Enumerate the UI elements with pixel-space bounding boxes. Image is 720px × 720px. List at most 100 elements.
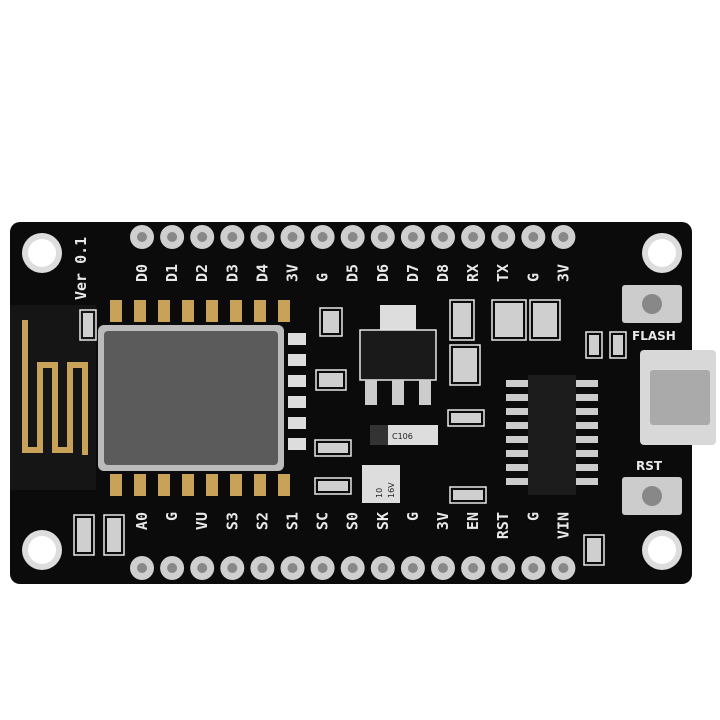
pad (254, 474, 266, 496)
ic-pin (576, 408, 598, 415)
header-pin (370, 556, 395, 580)
header-pin (551, 225, 576, 249)
pad (158, 474, 170, 496)
smd-part (491, 299, 527, 341)
pad (254, 300, 266, 322)
smd-part (585, 331, 603, 359)
esp-module-shield (104, 331, 278, 465)
header-pin (250, 556, 275, 580)
ic-pin (506, 464, 528, 471)
pad (278, 300, 290, 322)
mounting-holes (22, 233, 682, 570)
pin-label: EN (464, 512, 482, 530)
pad (182, 474, 194, 496)
pad (110, 300, 122, 322)
pad (206, 474, 218, 496)
pin-label: TX (494, 264, 512, 282)
pad (158, 300, 170, 322)
ic-pin (506, 394, 528, 401)
svg-text:10: 10 (375, 488, 384, 498)
header-pin (130, 556, 154, 580)
electrolytic-capacitor: 10 16V (362, 465, 400, 503)
pin-label: D5 (344, 264, 362, 282)
header-pin (280, 556, 305, 580)
esp-module-pads (110, 300, 306, 496)
pad (288, 375, 306, 387)
pin-label: G (163, 512, 181, 521)
flash-label: FLASH (632, 329, 676, 343)
ic-pin (506, 450, 528, 457)
pin-label: G (404, 512, 422, 521)
bottom-header-pins (130, 556, 576, 580)
flash-button[interactable] (622, 285, 682, 323)
pad (278, 474, 290, 496)
pin-label: S2 (253, 512, 271, 530)
pin-label: SC (314, 512, 332, 530)
pin-label: 3V (434, 512, 452, 530)
header-pin (310, 556, 335, 580)
smd-part (449, 344, 481, 386)
pad (288, 396, 306, 408)
smd-part (103, 514, 125, 556)
header-pin (551, 556, 576, 580)
pin-label: VIN (554, 512, 572, 539)
pin-label: RST (494, 512, 512, 539)
pin-label: VU (193, 512, 211, 530)
ic-pin (576, 394, 598, 401)
header-pin (220, 225, 245, 249)
header-pin (190, 556, 215, 580)
header-pin (461, 225, 486, 249)
smd-part (609, 331, 627, 359)
smd-part (319, 307, 343, 337)
pin-label: SK (374, 512, 392, 530)
header-pin (340, 225, 365, 249)
ic-pin (576, 464, 598, 471)
svg-text:C106: C106 (392, 432, 413, 441)
pad (110, 474, 122, 496)
version-label: Ver 0.1 (72, 237, 90, 300)
smd-part (314, 477, 352, 495)
ic-pin (506, 478, 528, 485)
pin-label: S3 (223, 512, 241, 530)
ic-pin (576, 436, 598, 443)
pin-label: D3 (223, 264, 241, 282)
header-pin (461, 556, 486, 580)
smd-part (449, 299, 475, 341)
ic-pin (576, 422, 598, 429)
header-pin (400, 556, 425, 580)
pin-label: A0 (133, 512, 151, 530)
header-pin (491, 225, 516, 249)
reset-button[interactable] (622, 477, 682, 515)
pad (230, 474, 242, 496)
header-pin (250, 225, 275, 249)
pin-label: D8 (434, 264, 452, 282)
header-pin (220, 556, 245, 580)
pin-label: D2 (193, 264, 211, 282)
pin-label: G (314, 273, 332, 282)
capacitor: C106 (370, 425, 438, 445)
pad (134, 300, 146, 322)
usb-serial-chip (528, 375, 576, 495)
smd-part (79, 309, 97, 341)
ic-pin (506, 408, 528, 415)
header-pin (130, 225, 154, 249)
voltage-regulator (359, 305, 437, 405)
pin-label: S0 (344, 512, 362, 530)
svg-text:16V: 16V (387, 482, 396, 498)
smd-part (447, 409, 485, 427)
pad (134, 474, 146, 496)
pad (230, 300, 242, 322)
pad (288, 438, 306, 450)
smd-part (314, 439, 352, 457)
header-pin (521, 556, 546, 580)
header-pin (400, 225, 425, 249)
rst-label: RST (636, 459, 663, 473)
header-pin (370, 225, 395, 249)
smd-part (583, 534, 605, 566)
pin-label: RX (464, 264, 482, 282)
ic-pin (506, 422, 528, 429)
header-pin (431, 556, 455, 580)
